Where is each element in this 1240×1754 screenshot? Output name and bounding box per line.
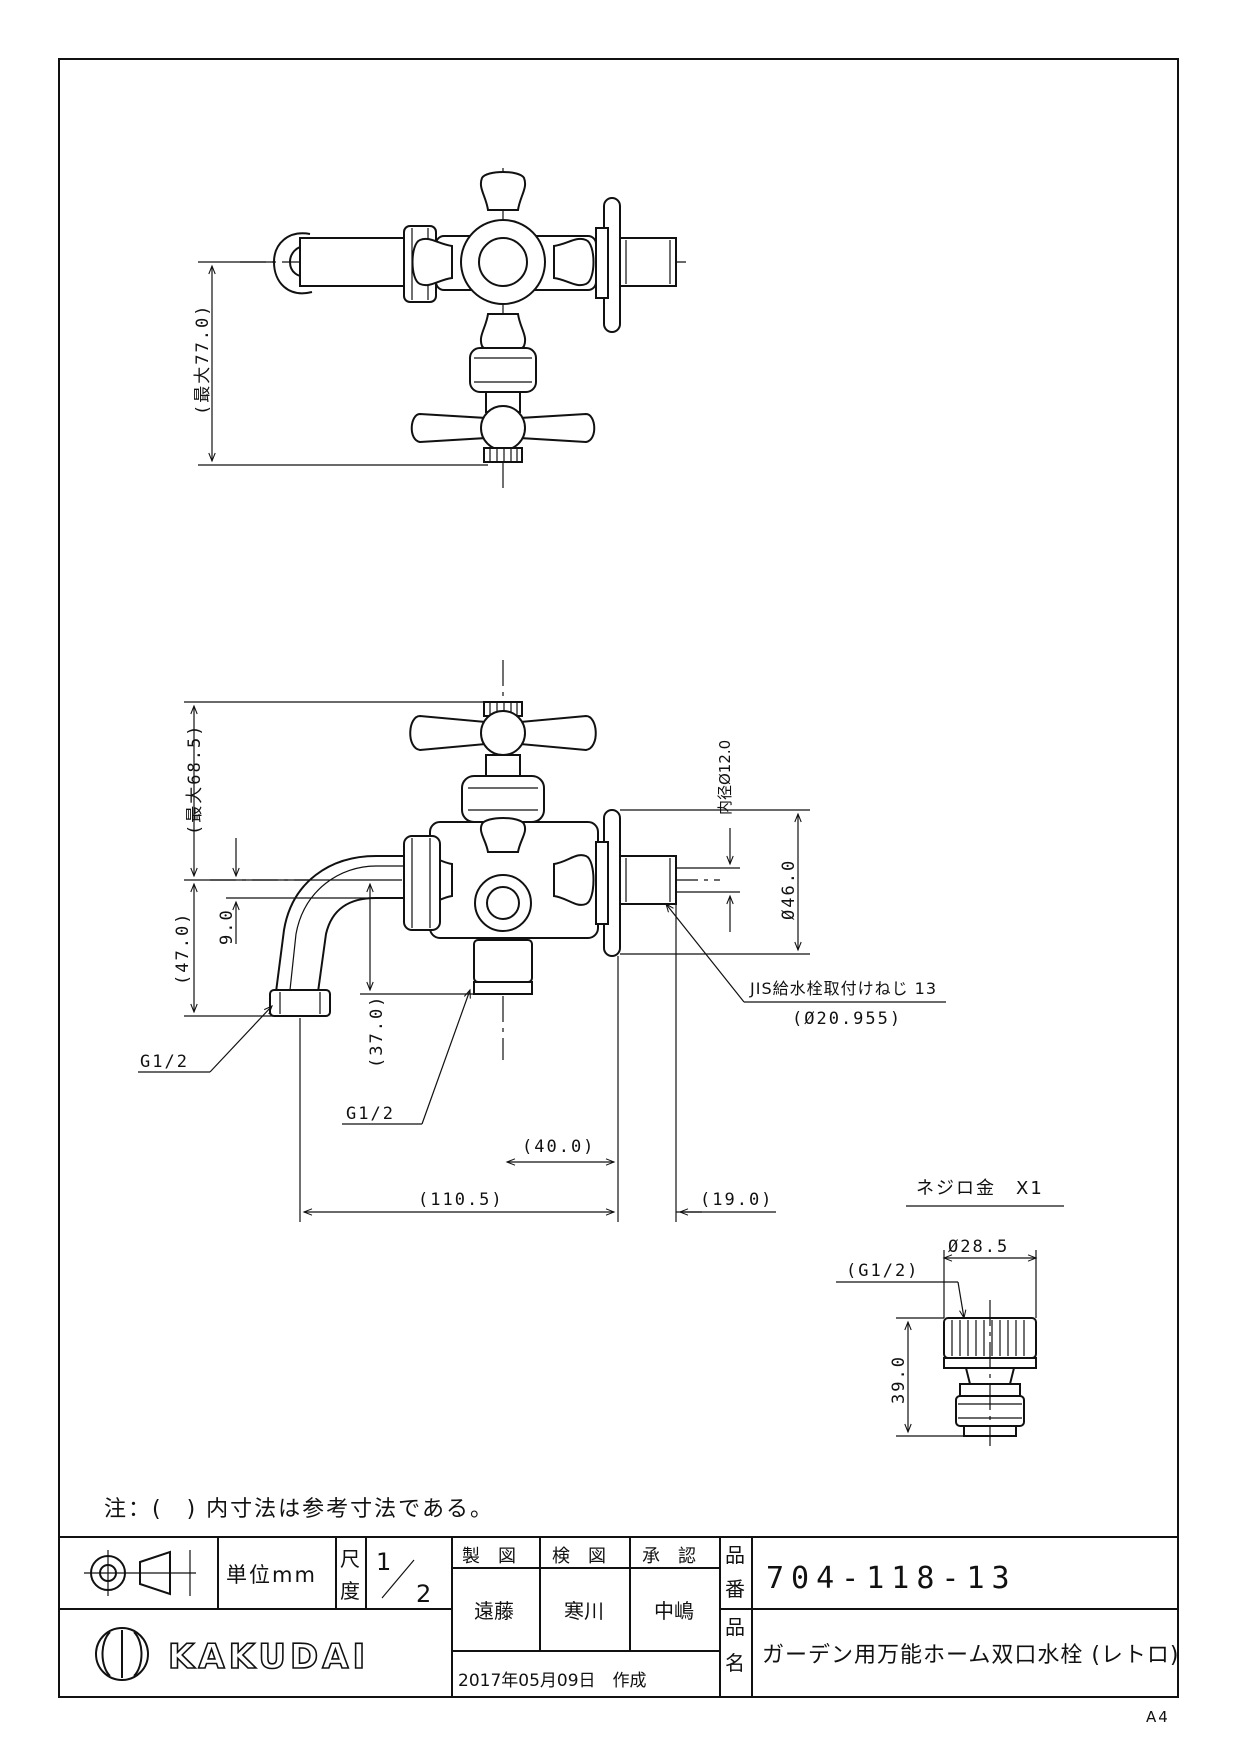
top-view: (最大77.0) <box>193 168 690 492</box>
title-block: 単位mm 尺 度 1 2 KAKUDAI 製 図 検 図 承 認 遠藤 寒川 中… <box>59 1536 1180 1697</box>
front-dim-inner-dia: 内径Ø12.0 <box>716 740 734 815</box>
scale-numerator: 1 <box>376 1548 391 1576</box>
unit-label: 単位mm <box>226 1563 317 1587</box>
adapter-thread: (G1/2) <box>846 1261 919 1281</box>
front-label-jis-dia: (Ø20.955) <box>792 1009 902 1029</box>
part-name: ガーデン用万能ホーム双口水栓 (レトロ) <box>762 1643 1180 1668</box>
hdr-drawn: 製 図 <box>462 1546 516 1567</box>
scale-label-2: 度 <box>340 1579 360 1603</box>
part-name-label-1: 品 <box>725 1615 745 1639</box>
approved-by: 中嶋 <box>654 1599 694 1623</box>
front-dim-outer-dia: Ø46.0 <box>779 859 799 920</box>
part-no-label-2: 番 <box>725 1577 745 1601</box>
adapter-detail: ネジロ金 X1 Ø28.5 (G1/2) 39.0 <box>836 1178 1064 1446</box>
front-dim-wall-thread: (19.0) <box>700 1190 773 1210</box>
logo-text: KAKUDAI <box>168 1637 369 1677</box>
part-no: 704-118-13 <box>766 1561 1017 1596</box>
top-dim-max-height: (最大77.0) <box>193 304 213 415</box>
drawing-border <box>58 58 1179 1698</box>
scale-denominator: 2 <box>416 1580 431 1608</box>
front-dim-hose-height: (37.0) <box>367 995 387 1068</box>
date-created: 2017年05月09日 作成 <box>458 1671 647 1691</box>
front-label-thread-bottom: G1/2 <box>346 1104 395 1124</box>
scale-label-1: 尺 <box>340 1547 360 1571</box>
front-dim-center-to-wall: (40.0) <box>522 1137 595 1157</box>
top-cross-handle <box>411 171 595 353</box>
part-no-label-1: 品 <box>725 1543 745 1567</box>
kakudai-logo: KAKUDAI <box>95 1627 369 1681</box>
third-angle-projection-icon <box>84 1550 196 1596</box>
adapter-dim-dia: Ø28.5 <box>948 1237 1009 1257</box>
hdr-checked: 検 図 <box>552 1546 606 1567</box>
front-label-jis: JIS給水栓取付けねじ 13 <box>749 979 937 998</box>
drawn-by: 遠藤 <box>474 1599 514 1623</box>
note-text: 注：( ) 内寸法は参考寸法である。 <box>104 1497 494 1522</box>
front-dim-max-height: (最大68.5) <box>185 724 205 835</box>
part-name-label-2: 名 <box>725 1651 745 1675</box>
checked-by: 寒川 <box>564 1599 604 1623</box>
front-dim-offset: 9.0 <box>217 908 237 945</box>
front-label-thread-left: G1/2 <box>140 1052 189 1072</box>
front-view: (最大68.5) (47.0) 9.0 (37.0) 内径Ø12.0 Ø46.0… <box>138 660 946 1222</box>
front-dim-spout-height: (47.0) <box>173 912 193 985</box>
sheet-size: A4 <box>1146 1708 1170 1726</box>
front-dim-total-length: (110.5) <box>418 1190 504 1210</box>
hdr-approved: 承 認 <box>642 1546 696 1567</box>
adapter-title: ネジロ金 X1 <box>916 1178 1044 1199</box>
adapter-dim-height: 39.0 <box>889 1355 909 1404</box>
